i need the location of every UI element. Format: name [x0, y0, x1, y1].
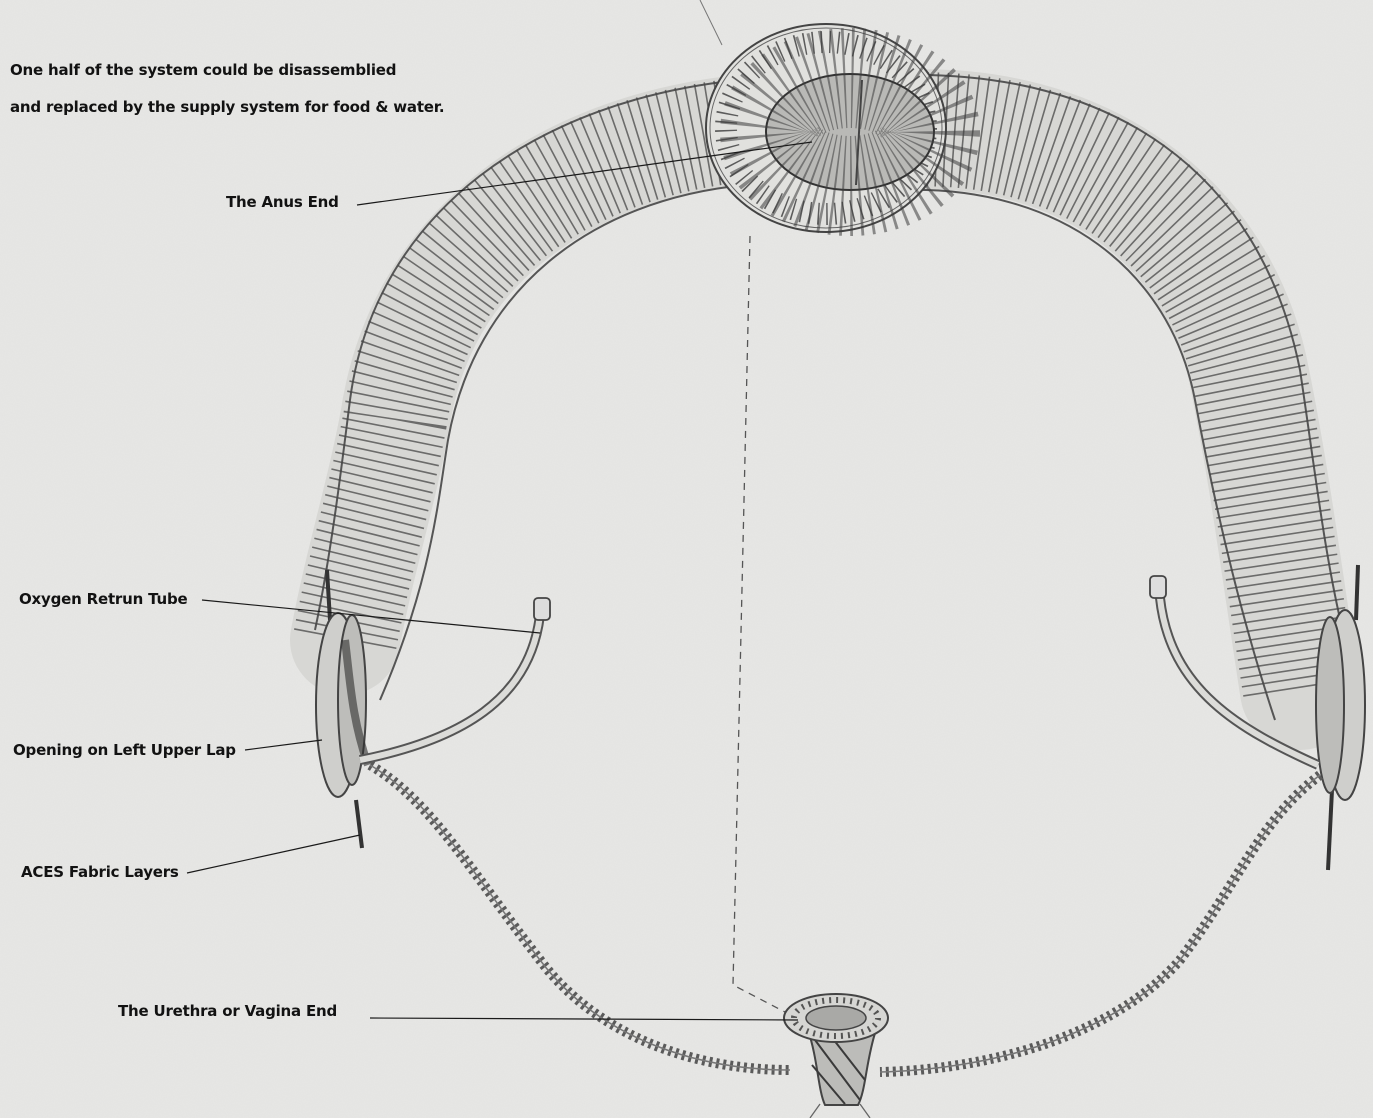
label-urethra-end: The Urethra or Vagina End — [118, 1002, 337, 1020]
label-anus-end: The Anus End — [226, 193, 339, 211]
anus-end-ring — [706, 24, 946, 232]
label-opening: Opening on Left Upper Lap — [13, 741, 236, 759]
note-line-2: and replaced by the supply system for fo… — [10, 89, 444, 126]
disassembly-note: One half of the system could be disassem… — [10, 52, 444, 126]
label-oxygen-tube: Oxygen Retrun Tube — [19, 590, 187, 608]
label-fabric: ACES Fabric Layers — [21, 863, 179, 881]
note-line-1: One half of the system could be disassem… — [10, 52, 444, 89]
